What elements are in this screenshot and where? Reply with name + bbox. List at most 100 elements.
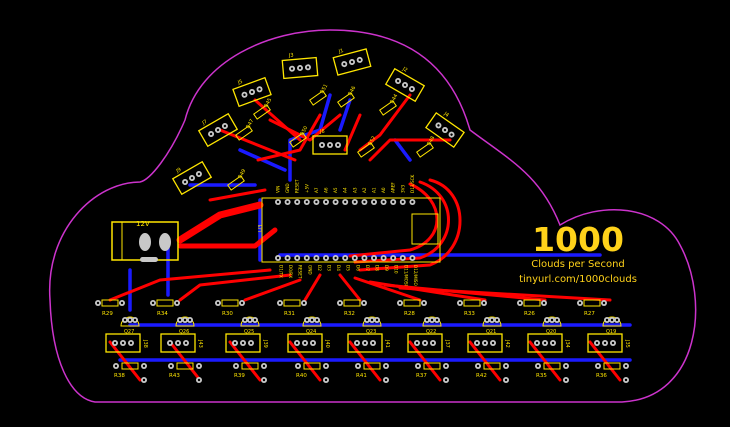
mcu-pin-label: D2 xyxy=(317,265,322,271)
resistor-pad-hole xyxy=(142,378,146,382)
mcu-pin-label: D11/MOSI xyxy=(403,265,408,286)
resistor-ref: R40 xyxy=(296,373,307,379)
mcu-pin-label: D1/TX xyxy=(279,265,284,278)
resistor-pad-hole xyxy=(240,301,244,305)
transistor-body xyxy=(302,316,322,327)
transistor-pad-hole xyxy=(550,318,554,322)
mcu-pad-hole xyxy=(315,256,318,260)
resistor-body xyxy=(156,299,174,307)
resistor-pad-hole xyxy=(197,378,201,382)
resistor-ref: R50 xyxy=(299,125,309,137)
fan-connector: J2 xyxy=(384,66,426,103)
connector-outline xyxy=(384,67,426,103)
resistor-ref: R36 xyxy=(596,373,607,379)
resistor-body xyxy=(523,299,541,307)
connector-pad-hole xyxy=(258,88,261,91)
resistor-pad-hole xyxy=(338,301,342,305)
mcu-pin-label: VIN xyxy=(276,186,281,193)
mcu-pad-hole xyxy=(305,200,308,204)
resistor-pad-hole xyxy=(142,364,146,368)
connector-pad-hole xyxy=(320,143,324,147)
resistor-pad-hole xyxy=(262,364,266,368)
resistor-ref: R43 xyxy=(169,373,180,379)
resistor-ref: R29 xyxy=(102,311,113,317)
connector-outline xyxy=(312,135,348,155)
resistor-pad-hole xyxy=(596,364,600,368)
transistor-pad-hole xyxy=(178,318,182,322)
resistor-body xyxy=(379,100,397,116)
resistor-pad-hole xyxy=(444,378,448,382)
connector-outline xyxy=(425,111,465,149)
transistor-ref: Q21 xyxy=(486,329,496,335)
transistor-body xyxy=(602,316,622,327)
resistor-body xyxy=(543,362,561,370)
transistor-pad-hole xyxy=(243,318,247,322)
connector-ref: J5 xyxy=(236,79,243,87)
mcu-pad-hole xyxy=(382,256,385,260)
mcu-pin-label: AREF xyxy=(391,182,396,193)
resistor-body xyxy=(357,142,375,158)
mcu-pad-hole xyxy=(276,256,280,260)
resistor-body xyxy=(363,362,381,370)
connector-outline xyxy=(225,333,261,353)
resistor-pad-hole xyxy=(624,364,628,368)
connector-outline xyxy=(407,333,443,353)
fan-connector: J5 xyxy=(232,76,272,108)
mcu-pin-label: GND xyxy=(307,265,312,275)
resistor-body xyxy=(337,92,355,108)
resistor-pad-hole xyxy=(422,301,426,305)
connector-ref: J35 xyxy=(624,339,630,348)
connector-pad-hole xyxy=(415,341,419,345)
mcu-pad-hole xyxy=(392,256,395,260)
resistor-ref: R49 xyxy=(237,168,247,180)
connector-outline xyxy=(287,333,323,353)
resistor-body xyxy=(603,362,621,370)
resistor-pad-hole xyxy=(444,364,448,368)
mcu-pad-hole xyxy=(363,200,366,204)
connector-pad-hole xyxy=(437,124,440,127)
mcu-pad-hole xyxy=(344,256,347,260)
resistor-pad-hole xyxy=(302,301,306,305)
connector-pad-hole xyxy=(491,341,495,345)
mcu-pad-hole xyxy=(344,200,347,204)
connector-pad-hole xyxy=(233,341,237,345)
fan-connector: J4 xyxy=(425,111,465,149)
connector-pad-hole xyxy=(306,66,310,69)
connector-pad-hole xyxy=(197,172,201,176)
connector-outline xyxy=(467,333,503,353)
transistor-ref: Q24 xyxy=(306,329,316,335)
resistor-pad-hole xyxy=(296,364,300,368)
connector-pad-hole xyxy=(396,79,400,83)
resistor-pad-hole xyxy=(384,364,388,368)
connector-ref: J6 xyxy=(319,129,325,135)
transistor-pad-hole xyxy=(430,318,434,322)
resistor-pad-hole xyxy=(234,364,238,368)
connector-pad-hole xyxy=(611,341,615,345)
resistor-ref: R48 xyxy=(426,135,436,147)
resistor-pad-hole xyxy=(169,364,173,368)
resistor-pad-hole xyxy=(278,301,282,305)
mcu-pin-label: D13/SCK xyxy=(410,174,415,193)
connector-ref: J43 xyxy=(197,339,203,348)
resistor-ref: R46 xyxy=(347,85,357,97)
connector-outline xyxy=(197,112,239,148)
mcu-pad-hole xyxy=(324,256,328,260)
resistor-ref: R44 xyxy=(389,93,399,105)
transistor-pad-hole xyxy=(128,318,132,322)
transistor-ref: Q25 xyxy=(244,329,254,335)
transistor-ref: Q27 xyxy=(124,329,134,335)
top-copper-traces xyxy=(108,93,622,382)
transistor-pad-hole xyxy=(545,318,549,322)
transistor-ref: Q26 xyxy=(179,329,189,335)
connector-pad-hole xyxy=(358,58,361,62)
connector-pad-hole xyxy=(483,341,487,345)
connector-pad-hole xyxy=(475,341,479,345)
mcu-pad-hole xyxy=(334,256,337,260)
resistor-body xyxy=(253,104,271,120)
resistor-body xyxy=(221,299,239,307)
resistor-ref: R51 xyxy=(319,83,329,95)
connector-pad-hole xyxy=(250,90,254,94)
resistor-body xyxy=(241,362,259,370)
